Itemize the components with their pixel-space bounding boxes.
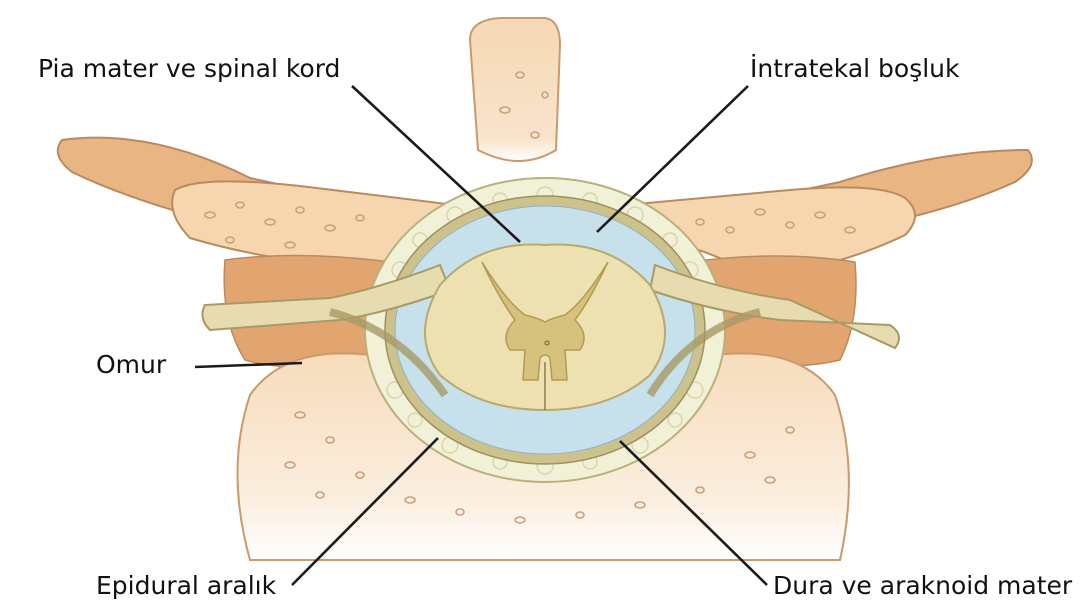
label-pia-mater: Pia mater ve spinal kord [38, 56, 340, 81]
label-intrathecal-space: İntratekal boşluk [750, 56, 960, 81]
label-epidural-space: Epidural aralık [96, 573, 276, 598]
label-dura-arachnoid: Dura ve araknoid mater [773, 573, 1072, 598]
label-vertebra: Omur [96, 352, 166, 377]
spinous-process [470, 18, 560, 161]
